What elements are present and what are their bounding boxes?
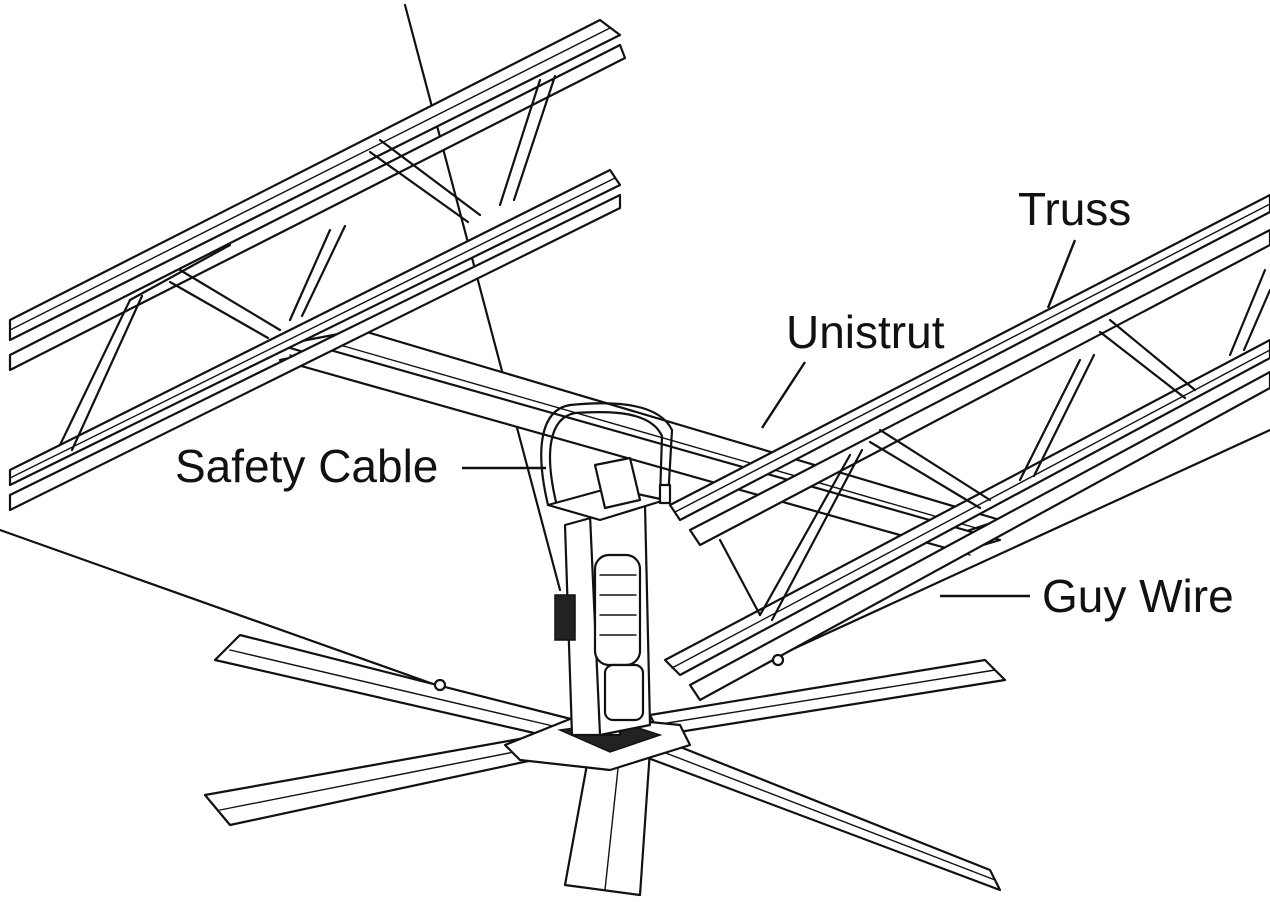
label-unistrut: Unistrut [786, 306, 945, 358]
right-truss-top-chord [668, 193, 1270, 522]
leader-truss [1046, 239, 1077, 309]
fan-blade-1 [213, 633, 577, 742]
label-truss: Truss [1018, 183, 1131, 235]
left-truss [8, 18, 627, 512]
cable-clamp [658, 483, 672, 505]
label-truss-group: Truss [1018, 183, 1131, 309]
right-truss [663, 193, 1270, 702]
fan-blades [203, 633, 1007, 897]
mount-bracket [593, 456, 642, 510]
motor [593, 553, 642, 667]
left-truss-top-chord [8, 18, 622, 342]
label-unistrut-group: Unistrut [760, 306, 945, 429]
motor-assembly [546, 456, 667, 737]
label-safety-cable: Safety Cable [175, 440, 438, 492]
guy-wire-left [0, 528, 452, 692]
turnbuckles [433, 653, 785, 692]
guy-wire-right [778, 428, 1270, 657]
label-guy-wire: Guy Wire [1042, 570, 1234, 622]
safety-cable-loop [540, 402, 674, 507]
label-guy-wire-group: Guy Wire [940, 570, 1234, 622]
leader-unistrut [760, 361, 807, 429]
guy-wire-upper [403, 3, 562, 592]
label-safety-cable-group: Safety Cable [175, 440, 546, 492]
guy-wires [0, 3, 1270, 692]
side-bracket [554, 594, 576, 641]
safety-cable [540, 402, 674, 507]
gearbox [603, 663, 645, 722]
